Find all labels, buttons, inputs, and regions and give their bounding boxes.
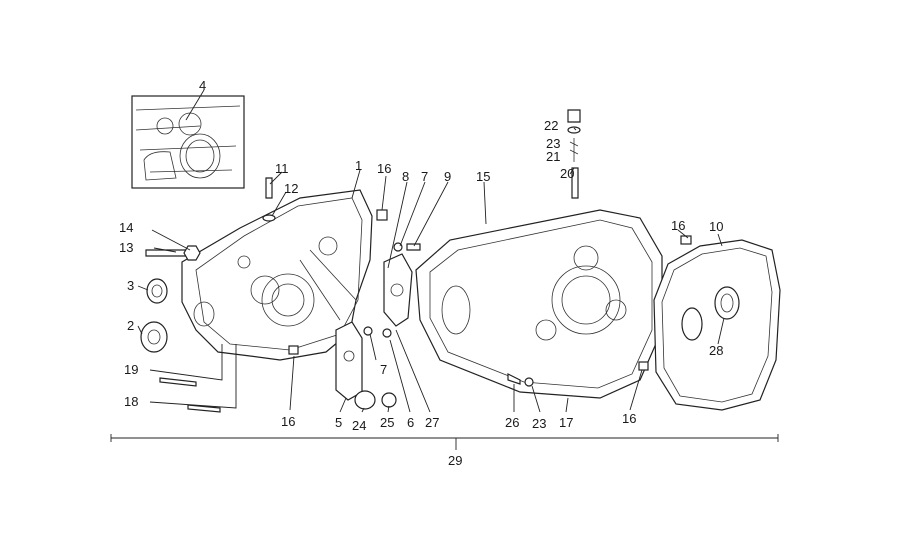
leader-lines (137, 89, 725, 413)
callout-21: 21 (546, 149, 560, 164)
left-gearbox-housing (181, 189, 373, 361)
assembly-span-bracket (110, 434, 779, 450)
callout-7: 7 (380, 362, 387, 377)
callout-29: 29 (448, 453, 462, 468)
callout-16-right: 16 (671, 218, 685, 233)
callout-16-left: 16 (281, 414, 295, 429)
callout-25: 25 (380, 415, 394, 430)
callout-labels: 4 11 12 14 13 3 2 19 18 1 16 8 7 9 15 22… (119, 78, 723, 468)
right-gearbox-housing (415, 209, 663, 399)
callout-2: 2 (127, 318, 134, 333)
callout-27: 27 (425, 415, 439, 430)
callout-4: 4 (199, 78, 206, 93)
callout-10: 10 (709, 219, 723, 234)
callout-16-bottom-right: 16 (622, 411, 636, 426)
callout-9: 9 (444, 169, 451, 184)
callout-16-top: 16 (377, 161, 391, 176)
callout-13: 13 (119, 240, 133, 255)
callout-6: 6 (407, 415, 414, 430)
bearings (140, 278, 740, 353)
callout-12: 12 (284, 181, 298, 196)
callout-26: 26 (505, 415, 519, 430)
callout-23-top: 23 (546, 136, 560, 151)
callout-28: 28 (709, 343, 723, 358)
callout-3: 3 (127, 278, 134, 293)
callout-22: 22 (544, 118, 558, 133)
callout-15: 15 (476, 169, 490, 184)
gasket-plate (383, 253, 413, 327)
callout-5: 5 (335, 415, 342, 430)
bolts-and-fittings (145, 109, 692, 413)
callout-24: 24 (352, 418, 366, 433)
callout-11: 11 (275, 161, 289, 176)
callout-8: 8 (402, 169, 409, 184)
callout-14: 14 (119, 220, 133, 235)
inset-detail (131, 95, 245, 189)
callout-1: 1 (355, 158, 362, 173)
cover-gasket (653, 239, 781, 411)
callout-18: 18 (124, 394, 138, 409)
callout-19: 19 (124, 362, 138, 377)
callout-17: 17 (559, 415, 573, 430)
callout-20: 20 (560, 166, 574, 181)
callout-23: 23 (532, 416, 546, 431)
callout-7-top: 7 (421, 169, 428, 184)
